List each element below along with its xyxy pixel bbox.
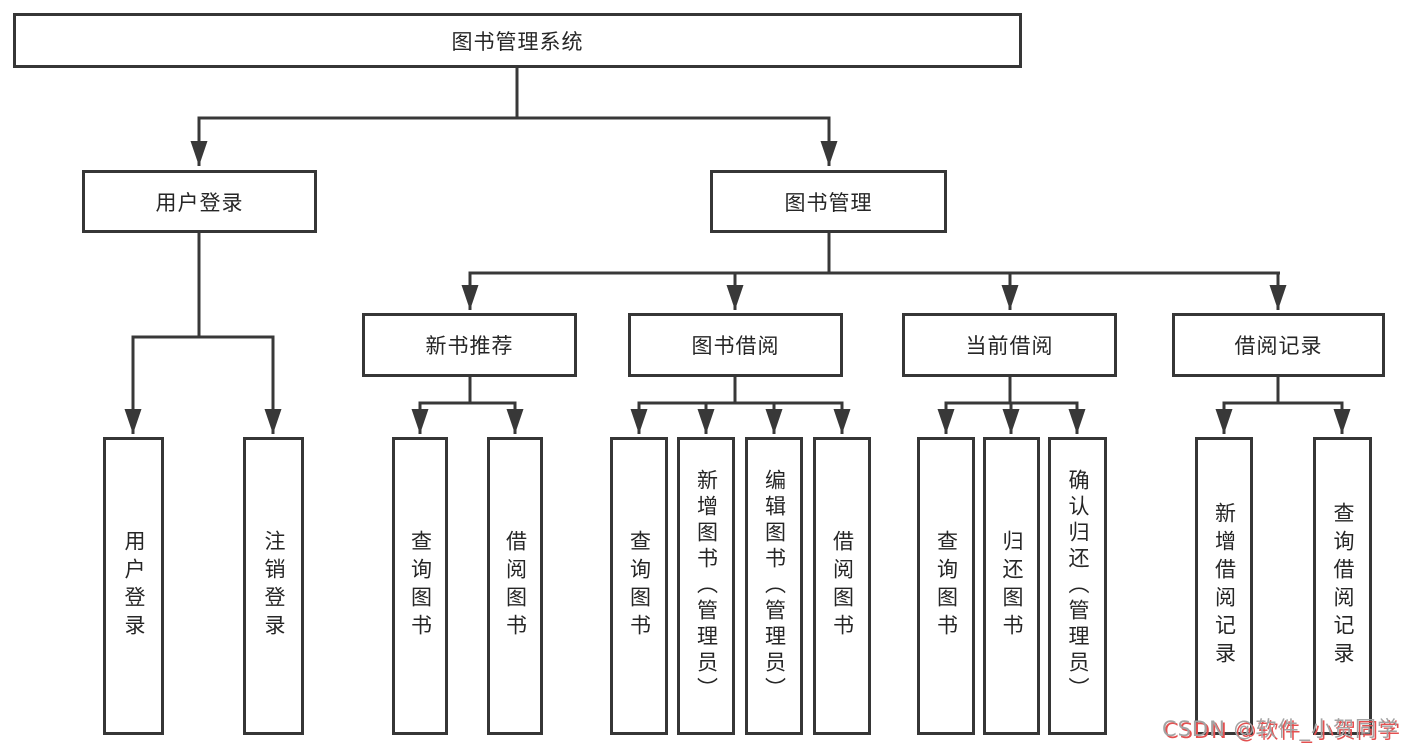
leaf-rec-add-record: 新增借阅记录 (1195, 437, 1253, 735)
node-root-label: 图书管理系统 (451, 29, 584, 54)
leaf-cur-query-book: 查询图书 (917, 437, 975, 735)
leaf-user-login: 用户登录 (103, 437, 164, 735)
node-user-login: 用户登录 (82, 170, 317, 233)
leaf-cur-query-book-label: 查询图书 (934, 530, 959, 642)
leaf-bw-borrow-book-label: 借阅图书 (830, 530, 855, 642)
node-book-borrow-label: 图书借阅 (691, 334, 780, 358)
leaf-nb-query-book-label: 查询图书 (408, 530, 433, 642)
node-new-book-label: 新书推荐 (425, 334, 514, 358)
leaf-bw-edit-book: 编辑图书（管理员） (745, 437, 803, 735)
leaf-bw-add-book: 新增图书（管理员） (677, 437, 735, 735)
leaf-user-login-label: 用户登录 (122, 530, 146, 642)
leaf-cur-return-book-label: 归还图书 (1000, 530, 1024, 642)
leaf-rec-query-record: 查询借阅记录 (1313, 437, 1372, 735)
node-current-borrow: 当前借阅 (902, 313, 1117, 377)
node-book-mgmt: 图书管理 (710, 170, 947, 233)
leaf-bw-borrow-book: 借阅图书 (813, 437, 871, 735)
node-book-borrow: 图书借阅 (628, 313, 843, 377)
leaf-logout: 注销登录 (243, 437, 304, 735)
leaf-nb-borrow-book-label: 借阅图书 (503, 530, 528, 642)
leaf-bw-query-book: 查询图书 (610, 437, 668, 735)
node-new-book: 新书推荐 (362, 313, 577, 377)
node-root: 图书管理系统 (13, 13, 1022, 68)
node-book-mgmt-label: 图书管理 (784, 190, 873, 215)
leaf-bw-add-book-label: 新增图书（管理员） (694, 469, 719, 703)
leaf-bw-edit-book-label: 编辑图书（管理员） (762, 469, 787, 703)
leaf-bw-query-book-label: 查询图书 (627, 530, 652, 642)
leaf-nb-borrow-book: 借阅图书 (487, 437, 543, 735)
node-borrow-record-label: 借阅记录 (1234, 334, 1323, 358)
node-user-login-label: 用户登录 (155, 190, 244, 215)
node-borrow-record: 借阅记录 (1172, 313, 1385, 377)
leaf-rec-add-record-label: 新增借阅记录 (1212, 502, 1237, 670)
leaf-nb-query-book: 查询图书 (392, 437, 448, 735)
node-current-borrow-label: 当前借阅 (965, 334, 1054, 358)
csdn-watermark: CSDN @软件_小贺同学 (1161, 717, 1399, 741)
leaf-rec-query-record-label: 查询借阅记录 (1331, 502, 1355, 670)
leaf-logout-label: 注销登录 (262, 530, 286, 642)
leaf-cur-return-book: 归还图书 (983, 437, 1040, 735)
leaf-cur-confirm-return-label: 确认归还（管理员） (1066, 469, 1090, 703)
leaf-cur-confirm-return: 确认归还（管理员） (1048, 437, 1107, 735)
